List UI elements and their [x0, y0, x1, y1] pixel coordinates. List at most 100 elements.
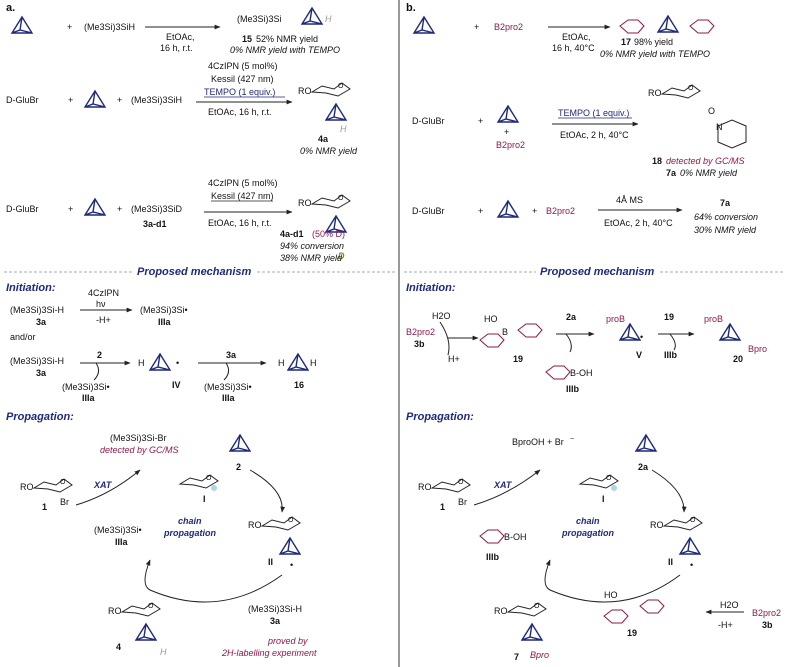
svg-text:B-OH: B-OH: [570, 368, 593, 378]
svg-text:II: II: [668, 557, 673, 567]
svg-text:Propagation:: Propagation:: [406, 411, 474, 423]
svg-text:0% NMR yield with TEMPO: 0% NMR yield with TEMPO: [230, 45, 340, 55]
svg-text:4CzIPN (5 mol%): 4CzIPN (5 mol%): [208, 178, 278, 188]
svg-text:2a: 2a: [566, 312, 577, 322]
svg-text:18: 18: [652, 156, 662, 166]
svg-text:19: 19: [664, 312, 674, 322]
a-row1-product: (Me3Si)3Si: [237, 14, 282, 24]
svg-text:BproOH + Br: BproOH + Br: [512, 437, 564, 447]
svg-text:HO: HO: [604, 590, 618, 600]
svg-text:proB: proB: [606, 314, 625, 324]
svg-text:Proposed mechanism: Proposed mechanism: [540, 266, 655, 278]
svg-text:Br: Br: [458, 497, 467, 507]
svg-text:16 h, 40°C: 16 h, 40°C: [552, 43, 595, 53]
svg-text:+: +: [68, 204, 73, 214]
svg-text:EtOAc,: EtOAc,: [166, 32, 195, 42]
svg-text:3a-d1: 3a-d1: [143, 219, 167, 229]
svg-text:(Me3Si)3Si-H: (Me3Si)3Si-H: [248, 604, 302, 614]
svg-text:D-GluBr: D-GluBr: [6, 204, 39, 214]
svg-text:H: H: [325, 14, 332, 24]
svg-text:Kessil (427 nm): Kessil (427 nm): [211, 191, 274, 201]
svg-text:16: 16: [294, 380, 304, 390]
svg-text:64% conversion: 64% conversion: [694, 212, 758, 222]
svg-text:H: H: [340, 124, 347, 134]
svg-text:2a: 2a: [638, 462, 649, 472]
svg-text:19: 19: [627, 628, 637, 638]
svg-text:3b: 3b: [762, 620, 773, 630]
svg-text:XAT: XAT: [493, 480, 513, 490]
svg-text:+: +: [504, 127, 509, 137]
svg-text:EtOAc, 16 h, r.t.: EtOAc, 16 h, r.t.: [208, 107, 272, 117]
svg-text:EtOAc, 2 h, 40°C: EtOAc, 2 h, 40°C: [560, 130, 629, 140]
svg-text:•: •: [640, 332, 643, 342]
svg-text:H: H: [160, 647, 167, 657]
svg-text:Initiation:: Initiation:: [6, 282, 56, 294]
svg-text:3a: 3a: [36, 368, 47, 378]
svg-text:Bpro: Bpro: [748, 344, 767, 354]
svg-text:•: •: [290, 560, 293, 570]
svg-text:D: D: [338, 251, 345, 261]
svg-text:TEMPO (1 equiv.): TEMPO (1 equiv.): [558, 108, 629, 118]
svg-text:IIIa: IIIa: [82, 393, 96, 403]
panel-a-label: a.: [6, 2, 15, 14]
svg-text:RO: RO: [494, 606, 508, 616]
svg-text:RO: RO: [248, 520, 262, 530]
svg-text:H2O: H2O: [720, 600, 739, 610]
svg-text:(Me3Si)3Si•: (Me3Si)3Si•: [94, 525, 142, 535]
a-row2-glubr: D-GluBr: [6, 95, 39, 105]
svg-text:(50% D): (50% D): [312, 229, 345, 239]
svg-text:94% conversion: 94% conversion: [280, 241, 344, 251]
svg-text:4a: 4a: [318, 134, 329, 144]
svg-text:I: I: [203, 494, 206, 504]
svg-text:7: 7: [514, 652, 519, 662]
svg-text:propagation: propagation: [561, 528, 614, 538]
svg-text:EtOAc, 16 h, r.t.: EtOAc, 16 h, r.t.: [208, 218, 272, 228]
svg-text:Kessil (427 nm): Kessil (427 nm): [211, 74, 274, 84]
svg-text:RO: RO: [298, 86, 312, 96]
svg-text:20: 20: [733, 354, 743, 364]
svg-text:+: +: [67, 22, 72, 32]
svg-text:chain: chain: [576, 516, 600, 526]
svg-text:H+: H+: [448, 354, 460, 364]
svg-text:1: 1: [42, 502, 47, 512]
svg-text:D-GluBr: D-GluBr: [412, 116, 445, 126]
svg-text:4: 4: [116, 642, 121, 652]
svg-text:(Me3Si)3Si•: (Me3Si)3Si•: [62, 382, 110, 392]
svg-text:+: +: [474, 22, 479, 32]
svg-text:17: 17: [621, 37, 631, 47]
svg-text:Br: Br: [60, 497, 69, 507]
svg-text:RO: RO: [20, 482, 34, 492]
svg-text:+: +: [117, 204, 122, 214]
svg-text:H: H: [278, 358, 285, 368]
svg-text:H: H: [138, 358, 145, 368]
svg-text:52% NMR yield: 52% NMR yield: [256, 34, 318, 44]
svg-text:RO: RO: [648, 88, 662, 98]
svg-text:•: •: [690, 560, 693, 570]
svg-text:7a: 7a: [720, 198, 731, 208]
svg-text:detected by GC/MS: detected by GC/MS: [100, 445, 179, 455]
svg-text:2: 2: [236, 462, 241, 472]
svg-text:propagation: propagation: [163, 528, 216, 538]
svg-text:TEMPO (1 equiv.): TEMPO (1 equiv.): [204, 87, 275, 97]
svg-text:IIIb: IIIb: [664, 350, 678, 360]
svg-text:II: II: [268, 557, 273, 567]
svg-text:proB: proB: [704, 314, 723, 324]
svg-text:Initiation:: Initiation:: [406, 282, 456, 294]
svg-text:V: V: [636, 350, 642, 360]
a-mech-title: Proposed mechanism: [137, 266, 252, 278]
svg-text:2H-labelling experiment: 2H-labelling experiment: [221, 648, 317, 658]
svg-text:4CzIPN: 4CzIPN: [88, 288, 119, 298]
svg-text:N: N: [716, 122, 723, 132]
svg-text:Propagation:: Propagation:: [6, 411, 74, 423]
svg-text:30% NMR yield: 30% NMR yield: [694, 225, 757, 235]
svg-text:RO: RO: [650, 520, 664, 530]
svg-text:chain: chain: [178, 516, 202, 526]
svg-text:3a: 3a: [270, 616, 281, 626]
svg-text:1: 1: [440, 502, 445, 512]
svg-text:+: +: [68, 95, 73, 105]
svg-text:IIIb: IIIb: [566, 384, 580, 394]
svg-text:IIIb: IIIb: [486, 552, 500, 562]
svg-text:hν: hν: [96, 299, 106, 309]
svg-text:D-GluBr: D-GluBr: [412, 206, 445, 216]
svg-text:IV: IV: [172, 380, 181, 390]
